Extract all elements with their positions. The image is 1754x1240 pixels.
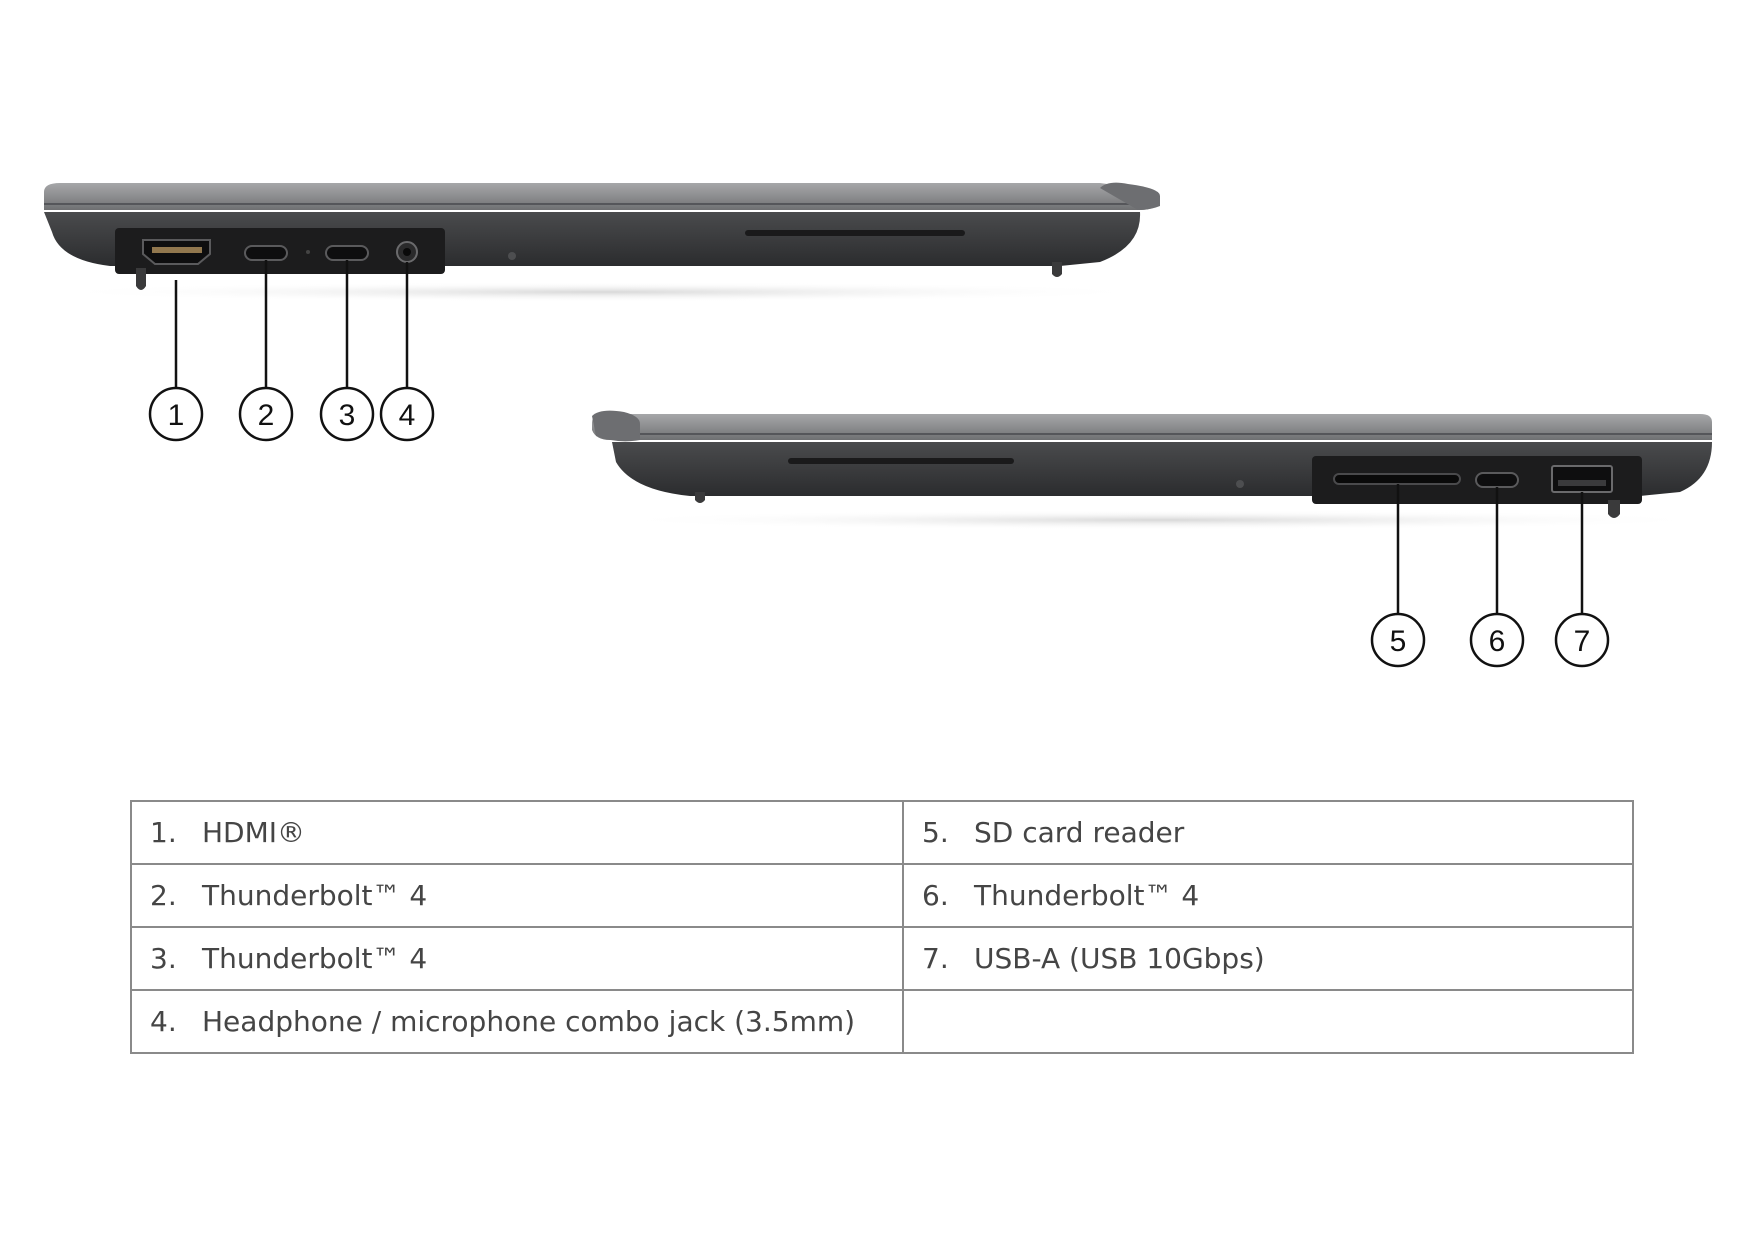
callout-number-6: 6 bbox=[1489, 625, 1506, 658]
laptop-right-side-view: 5 6 7 bbox=[592, 410, 1720, 668]
port-label: USB-A (USB 10Gbps) bbox=[974, 942, 1265, 975]
callout-number-5: 5 bbox=[1390, 625, 1407, 658]
item-number: 2. bbox=[150, 879, 177, 912]
callout-circle-6 bbox=[1469, 612, 1525, 668]
table-row: 1. HDMI® 5. SD card reader bbox=[130, 800, 1634, 865]
laptop-lid bbox=[592, 414, 1712, 440]
vent-slot bbox=[788, 458, 1014, 464]
callout-number-3: 3 bbox=[339, 399, 356, 432]
table-cell: 3. Thunderbolt™ 4 bbox=[130, 926, 904, 991]
item-number: 3. bbox=[150, 942, 177, 975]
callout-circle-3 bbox=[319, 386, 375, 442]
table-cell: 1. HDMI® bbox=[130, 800, 904, 865]
laptop-left-side-view: 1 2 3 4 bbox=[40, 182, 1160, 442]
hinge-icon bbox=[592, 410, 640, 442]
indicator-dot bbox=[508, 252, 516, 260]
floor-shadow bbox=[40, 282, 1160, 302]
rubber-foot bbox=[136, 268, 146, 290]
item-number: 5. bbox=[922, 816, 949, 849]
port-label: Thunderbolt™ 4 bbox=[202, 942, 428, 975]
table-row: 2. Thunderbolt™ 4 6. Thunderbolt™ 4 bbox=[130, 863, 1634, 928]
sd-card-slot-icon bbox=[1333, 473, 1461, 485]
item-number: 6. bbox=[922, 879, 949, 912]
indicator-dot bbox=[1236, 480, 1244, 488]
ports-legend-table: 1. HDMI® 5. SD card reader 2. Thunderbolt™ … bbox=[130, 800, 1634, 1054]
table-cell: 5. SD card reader bbox=[902, 800, 1634, 865]
callout-circle-1 bbox=[148, 386, 204, 442]
callout-number-4: 4 bbox=[399, 399, 416, 432]
table-cell bbox=[902, 989, 1634, 1054]
rubber-foot bbox=[1608, 500, 1620, 518]
port-label: Thunderbolt™ 4 bbox=[974, 879, 1200, 912]
table-cell: 2. Thunderbolt™ 4 bbox=[130, 863, 904, 928]
callout-circle-7 bbox=[1554, 612, 1610, 668]
callout-number-1: 1 bbox=[168, 399, 185, 432]
laptop-lid bbox=[44, 183, 1160, 210]
floor-shadow bbox=[600, 510, 1720, 530]
port-label: SD card reader bbox=[974, 816, 1185, 849]
callout-circle-2 bbox=[238, 386, 294, 442]
callout-circle-5 bbox=[1370, 612, 1426, 668]
port-label: HDMI® bbox=[202, 816, 306, 849]
table-cell: 6. Thunderbolt™ 4 bbox=[902, 863, 1634, 928]
usb-a-port-icon bbox=[1551, 465, 1613, 493]
item-number: 7. bbox=[922, 942, 949, 975]
callout-number-2: 2 bbox=[258, 399, 275, 432]
vent-slot bbox=[745, 230, 965, 236]
hinge-icon bbox=[1100, 182, 1160, 210]
laptop-ports-diagram: 1 2 3 4 bbox=[40, 182, 1720, 668]
usb-c-port-icon bbox=[1475, 472, 1519, 488]
table-cell: 7. USB-A (USB 10Gbps) bbox=[902, 926, 1634, 991]
callout-number-7: 7 bbox=[1574, 625, 1591, 658]
rubber-foot bbox=[695, 492, 705, 503]
led-dot bbox=[306, 250, 310, 254]
hdmi-port-icon bbox=[142, 239, 211, 265]
port-label: Thunderbolt™ 4 bbox=[202, 879, 428, 912]
usb-c-port-icon bbox=[325, 245, 369, 261]
port-label: Headphone / microphone combo jack (3.5mm… bbox=[202, 1005, 856, 1038]
rubber-foot bbox=[1052, 262, 1062, 277]
table-row: 4. Headphone / microphone combo jack (3.5… bbox=[130, 989, 1634, 1054]
callout-circle-4 bbox=[379, 386, 435, 442]
table-row: 3. Thunderbolt™ 4 7. USB-A (USB 10Gbps) bbox=[130, 926, 1634, 991]
item-number: 4. bbox=[150, 1005, 177, 1038]
table-cell: 4. Headphone / microphone combo jack (3.5… bbox=[130, 989, 904, 1054]
item-number: 1. bbox=[150, 816, 177, 849]
audio-jack-icon bbox=[396, 241, 418, 263]
usb-c-port-icon bbox=[244, 245, 288, 261]
